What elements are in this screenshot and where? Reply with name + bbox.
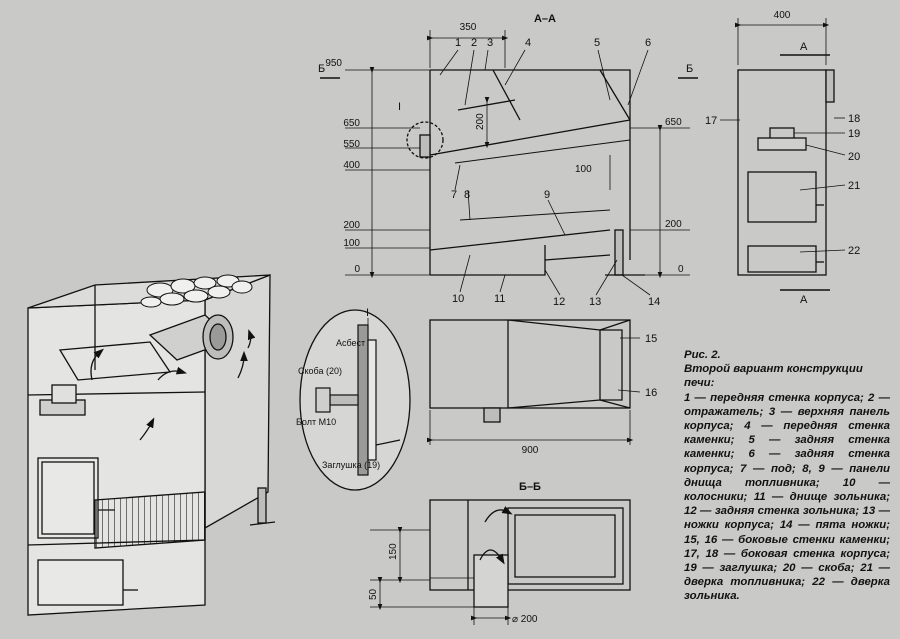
plan-length: 900 <box>522 445 539 456</box>
perspective-view <box>27 274 276 616</box>
bb-diameter: ⌀ 200 <box>512 614 538 625</box>
level-200: 200 <box>343 220 360 231</box>
part-13: 13 <box>589 296 601 308</box>
right-level-200: 200 <box>665 219 682 230</box>
section-aa: 350 А–А Б Б 950 650 550 400 200 100 0 65… <box>318 13 698 308</box>
level-100: 100 <box>343 238 360 249</box>
level-0: 0 <box>354 264 360 275</box>
part-21: 21 <box>848 180 860 192</box>
part-8: 8 <box>464 189 470 201</box>
part-11: 11 <box>494 293 505 305</box>
figure-caption: Рис. 2. Второй вариант конструкции печи:… <box>684 348 890 604</box>
part-1: 1 <box>455 37 461 49</box>
part-20: 20 <box>848 151 860 163</box>
bb-dim-150: 150 <box>388 543 399 560</box>
level-650: 650 <box>343 118 360 129</box>
detail-plug: Заглушка (19) <box>322 460 380 470</box>
stones <box>140 274 253 308</box>
level-400: 400 <box>343 160 360 171</box>
caption-body: 1 — передняя стенка корпуса; 2 — отражат… <box>684 391 890 603</box>
part-2: 2 <box>471 37 477 49</box>
part-7: 7 <box>451 189 457 201</box>
part-5: 5 <box>594 37 600 49</box>
cut-mark-a-bottom: А <box>800 294 808 306</box>
right-level-0: 0 <box>678 264 684 275</box>
part-17: 17 <box>705 115 717 127</box>
level-950: 950 <box>325 58 342 69</box>
detail-mark-i: I <box>398 101 401 113</box>
inner-dim-200: 200 <box>475 113 486 130</box>
caption-subtitle: Второй вариант конструкции печи: <box>684 363 863 390</box>
detail-bolt-line: Болт М10 <box>296 417 336 427</box>
detail-i-mark: I <box>366 307 369 319</box>
side-view: 400 А А 17 18 19 20 21 22 <box>705 10 860 306</box>
part-22: 22 <box>848 245 860 257</box>
part-3: 3 <box>487 37 493 49</box>
part-16: 16 <box>645 387 657 399</box>
part-10: 10 <box>452 293 464 305</box>
part-15: 15 <box>645 333 657 345</box>
part-14: 14 <box>648 296 660 308</box>
level-550: 550 <box>343 139 360 150</box>
detail-asbestos: Асбест <box>336 338 365 348</box>
section-aa-width: 350 <box>460 22 477 33</box>
section-bb-title: Б–Б <box>519 481 541 493</box>
detail-i: I Асбест Скоба (20) Болт М10 Заглушка (1… <box>296 307 411 491</box>
part-4: 4 <box>525 37 531 49</box>
heater-tube <box>148 314 234 361</box>
section-aa-title: А–А <box>534 13 556 25</box>
inner-dim-100: 100 <box>575 164 592 175</box>
bb-dim-50: 50 <box>368 588 379 600</box>
part-6: 6 <box>645 37 651 49</box>
plan-view: 900 15 16 <box>426 319 657 456</box>
part-19: 19 <box>848 128 860 140</box>
detail-skoba: Скоба (20) <box>298 366 342 376</box>
part-9: 9 <box>544 189 550 201</box>
right-level-650: 650 <box>665 117 682 128</box>
cut-mark-b-left: Б <box>318 63 325 75</box>
section-bb: Б–Б 150 50 ⌀ 200 <box>368 481 631 625</box>
part-12: 12 <box>553 296 565 308</box>
caption-title: Рис. 2. <box>684 349 721 361</box>
cut-mark-a-top: А <box>800 41 808 53</box>
cut-mark-b-right: Б <box>686 63 693 75</box>
side-view-width: 400 <box>774 10 791 21</box>
part-18: 18 <box>848 113 860 125</box>
detail-bolt: Болт М10 <box>296 417 336 427</box>
